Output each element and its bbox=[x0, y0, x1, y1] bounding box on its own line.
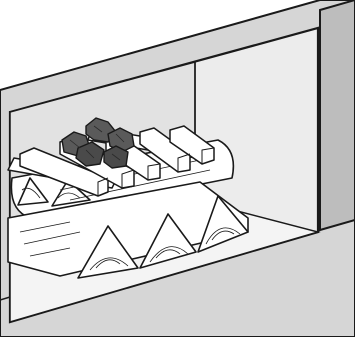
right-pillar bbox=[320, 0, 355, 230]
